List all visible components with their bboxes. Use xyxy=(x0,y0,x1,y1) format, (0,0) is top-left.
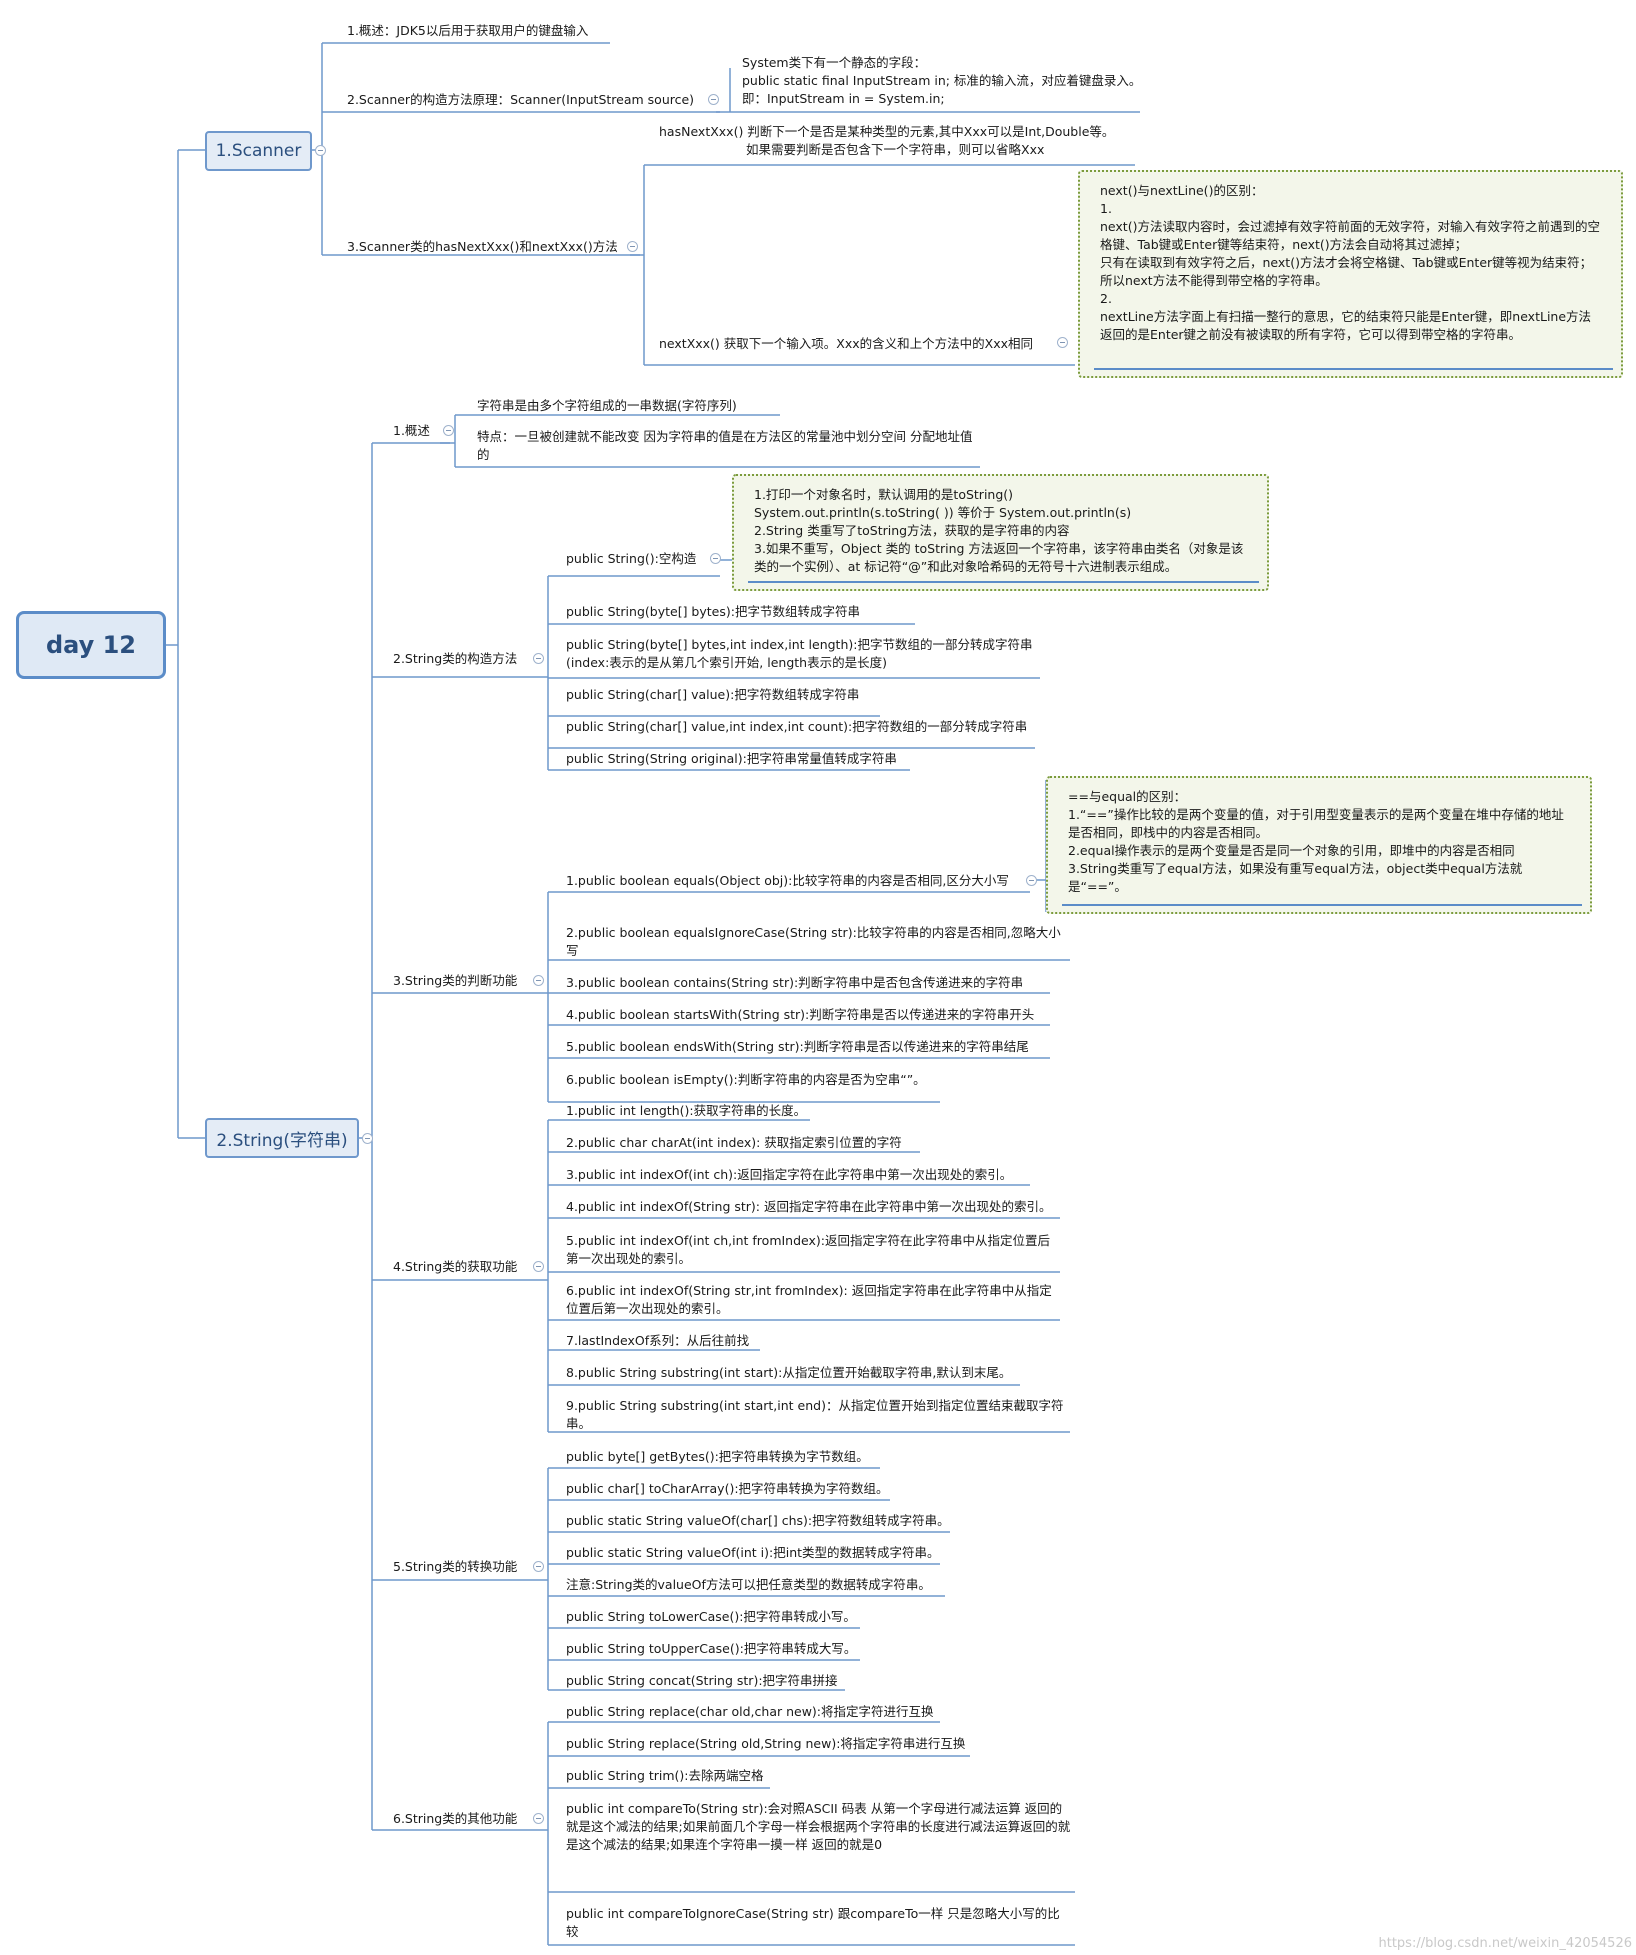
watermark: https://blog.csdn.net/weixin_42054526 xyxy=(1378,1936,1632,1951)
next-vs-nextline-note: next()与nextLine()的区别： 1. next()方法读取内容时，会… xyxy=(1078,170,1623,378)
convert-item: public byte[] getBytes():把字符串转换为字节数组。 xyxy=(566,1449,869,1464)
get-item: 5.public int indexOf(int ch,int fromInde… xyxy=(566,1233,1050,1266)
note-line: 3.如果不重写，Object 类的 toString 方法返回一个字符串，该字符… xyxy=(754,541,1244,574)
scanner-overview: 1.概述：JDK5以后用于获取用户的键盘输入 xyxy=(347,23,589,38)
collapse-icon[interactable] xyxy=(533,1561,544,1572)
branch-string[interactable]: 2.String(字符串) xyxy=(205,1118,359,1158)
collapse-icon[interactable] xyxy=(362,1133,373,1144)
ctor-item: public String():空构造 xyxy=(566,551,697,566)
hasnext-line-2: 如果需要判断是否包含下一个字符串，则可以省略Xxx xyxy=(746,142,1045,157)
note-line: 2.equal操作表示的是两个变量是否是同一个对象的引用，即堆中的内容是否相同 xyxy=(1068,843,1515,858)
convert-item: public char[] toCharArray():把字符串转换为字符数组。 xyxy=(566,1481,889,1496)
other-item: public String trim():去除两端空格 xyxy=(566,1768,764,1783)
ctor-item: public String(byte[] bytes,int index,int… xyxy=(566,637,1033,670)
convert-item: public String concat(String str):把字符串拼接 xyxy=(566,1673,838,1688)
other-item: public int compareToIgnoreCase(String st… xyxy=(566,1906,1060,1939)
note-line: next()方法读取内容时，会过滤掉有效字符前面的无效字符，对输入有效字符之前遇… xyxy=(1100,219,1600,252)
overview-item: 特点：一旦被创建就不能改变 因为字符串的值是在方法区的常量池中划分空间 分配地址… xyxy=(477,429,973,462)
get-item: 4.public int indexOf(String str): 返回指定字符… xyxy=(566,1199,1052,1214)
get-item: 9.public String substring(int start,int … xyxy=(566,1398,1064,1431)
string-convert-label: 5.String类的转换功能 xyxy=(393,1559,518,1574)
convert-item: public String toUpperCase():把字符串转成大写。 xyxy=(566,1641,857,1656)
note-line: next()与nextLine()的区别： xyxy=(1100,183,1264,198)
hasnext-line-1: hasNextXxx() 判断下一个是否是某种类型的元素,其中Xxx可以是Int… xyxy=(659,124,1115,139)
collapse-icon[interactable] xyxy=(443,425,454,436)
judge-item: 5.public boolean endsWith(String str):判断… xyxy=(566,1039,1029,1054)
convert-item: public static String valueOf(int i):把int… xyxy=(566,1545,940,1560)
note-line: 1.打印一个对象名时，默认调用的是toString() xyxy=(754,487,1014,502)
other-item: public String replace(String old,String … xyxy=(566,1736,966,1751)
note-line: ==与equal的区别： xyxy=(1068,789,1187,804)
other-item: public String replace(char old,char new)… xyxy=(566,1704,934,1719)
collapse-icon[interactable] xyxy=(533,1261,544,1272)
root-node-day-12[interactable]: day 12 xyxy=(16,611,166,679)
overview-item: 字符串是由多个字符组成的一串数据(字符序列) xyxy=(477,398,737,413)
ctor-item: public String(String original):把字符串常量值转成… xyxy=(566,751,897,766)
get-item: 3.public int indexOf(int ch):返回指定字符在此字符串… xyxy=(566,1167,1013,1182)
equals-note: ==与equal的区别： 1.“==”操作比较的是两个变量的值，对于引用型变量表… xyxy=(1046,776,1592,914)
tostring-note: 1.打印一个对象名时，默认调用的是toString() System.out.p… xyxy=(732,474,1269,591)
scanner-ctor-note-2: public static final InputStream in; 标准的输… xyxy=(742,73,1142,88)
ctor-item: public String(char[] value,int index,int… xyxy=(566,719,1028,734)
get-item: 1.public int length():获取字符串的长度。 xyxy=(566,1103,807,1118)
collapse-icon[interactable] xyxy=(533,653,544,664)
ctor-item: public String(char[] value):把字符数组转成字符串 xyxy=(566,687,860,702)
get-item: 7.lastIndexOf系列：从后往前找 xyxy=(566,1333,750,1348)
convert-item: public static String valueOf(char[] chs)… xyxy=(566,1513,950,1528)
judge-item: 6.public boolean isEmpty():判断字符串的内容是否为空串… xyxy=(566,1072,926,1087)
note-line: System.out.println(s.toString( )) 等价于 Sy… xyxy=(754,505,1132,520)
branch-string-label: 2.String(字符串) xyxy=(216,1130,348,1151)
note-line: 1. xyxy=(1100,201,1112,216)
note-line: 3.String类重写了equal方法，如果没有重写equal方法，object… xyxy=(1068,861,1523,894)
collapse-icon[interactable] xyxy=(533,1813,544,1824)
judge-item: 2.public boolean equalsIgnoreCase(String… xyxy=(566,925,1061,958)
note-line: nextLine方法字面上有扫描一整行的意思，它的结束符只能是Enter键，即n… xyxy=(1100,309,1592,342)
scanner-ctor-note-3: 即：InputStream in = System.in; xyxy=(742,91,945,106)
note-line: 2.String 类重写了toString方法，获取的是字符串的内容 xyxy=(754,523,1070,538)
judge-item: 4.public boolean startsWith(String str):… xyxy=(566,1007,1035,1022)
collapse-icon[interactable] xyxy=(708,94,719,105)
note-line: 2. xyxy=(1100,291,1112,306)
convert-item: public String toLowerCase():把字符串转成小写。 xyxy=(566,1609,856,1624)
collapse-icon[interactable] xyxy=(1026,875,1037,886)
string-ctors-label: 2.String类的构造方法 xyxy=(393,651,518,666)
judge-item: 3.public boolean contains(String str):判断… xyxy=(566,975,1024,990)
scanner-ctor: 2.Scanner的构造方法原理：Scanner(InputStream sou… xyxy=(347,92,695,107)
note-line: 只有在读取到有效字符之后，next()方法才会将空格键、Tab键或Enter键等… xyxy=(1100,255,1593,270)
convert-item: 注意:String类的valueOf方法可以把任意类型的数据转成字符串。 xyxy=(566,1577,931,1592)
collapse-icon[interactable] xyxy=(533,975,544,986)
judge-item: 1.public boolean equals(Object obj):比较字符… xyxy=(566,873,1009,888)
collapse-icon[interactable] xyxy=(315,145,326,156)
note-line: 所以next方法不能得到带空格的字符串。 xyxy=(1100,273,1328,288)
collapse-icon[interactable] xyxy=(710,553,721,564)
root-label: day 12 xyxy=(45,631,137,659)
branch-scanner-label: 1.Scanner xyxy=(215,141,302,161)
string-get-label: 4.String类的获取功能 xyxy=(393,1259,518,1274)
scanner-ctor-note-1: System类下有一个静态的字段： xyxy=(742,55,927,70)
collapse-icon[interactable] xyxy=(1057,337,1068,348)
note-line: 1.“==”操作比较的是两个变量的值，对于引用型变量表示的是两个变量在堆中存储的… xyxy=(1068,807,1564,840)
get-item: 8.public String substring(int start):从指定… xyxy=(566,1365,1012,1380)
get-item: 2.public char charAt(int index): 获取指定索引位… xyxy=(566,1135,902,1150)
get-item: 6.public int indexOf(String str,int from… xyxy=(566,1283,1052,1316)
other-item: public int compareTo(String str):会对照ASCI… xyxy=(566,1801,1071,1852)
collapse-icon[interactable] xyxy=(627,241,638,252)
string-overview-label: 1.概述 xyxy=(393,423,430,438)
branch-scanner[interactable]: 1.Scanner xyxy=(205,131,312,171)
nextxxx-line: nextXxx() 获取下一个输入项。Xxx的含义和上个方法中的Xxx相同 xyxy=(659,336,1033,351)
ctor-item: public String(byte[] bytes):把字节数组转成字符串 xyxy=(566,604,860,619)
scanner-methods: 3.Scanner类的hasNextXxx()和nextXxx()方法 xyxy=(347,239,618,254)
string-other-label: 6.String类的其他功能 xyxy=(393,1811,518,1826)
string-judge-label: 3.String类的判断功能 xyxy=(393,973,518,988)
